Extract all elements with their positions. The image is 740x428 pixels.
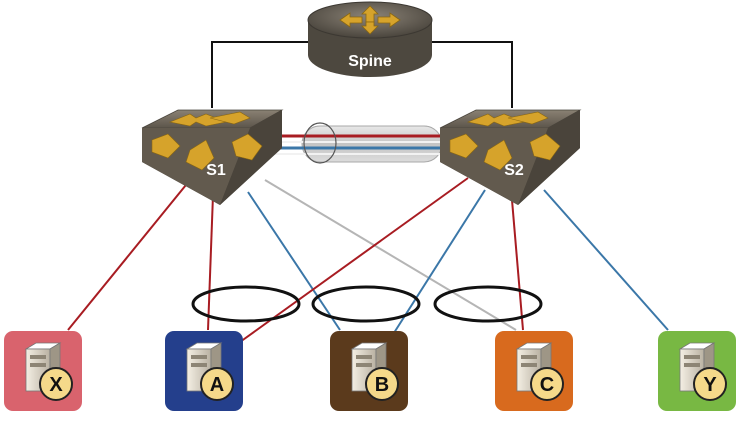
server-y-badge [693,367,727,401]
spine-links [211,41,513,108]
server-x-badge [39,367,73,401]
bundle-ring-a [191,285,301,323]
peer-link-tube [301,125,443,163]
spine-label: Spine [348,53,392,70]
server-a: A [165,331,243,411]
link-s2-y [543,189,669,331]
server-b: B [330,331,408,411]
server-c-badge [530,367,564,401]
bundle-ring-b [311,285,421,323]
switch-s1-label: S1 [206,162,226,179]
server-b-badge [365,367,399,401]
link-s2-a [239,177,469,343]
server-tower-icon [350,342,388,392]
server-x: X [4,331,82,411]
switch-s2: S2 [439,109,582,205]
server-a-badge [200,367,234,401]
server-c: C [495,331,573,411]
server-y-label: Y [703,374,717,396]
peer-link [270,122,445,164]
spine-router: Spine [307,1,433,77]
peer-link-ring [303,122,337,164]
bundle-ring-c [433,285,543,323]
switch-s2-label: S2 [504,162,524,179]
switch-s1-arrows-icon [151,111,263,171]
server-x-label: X [49,374,63,396]
router-arrows-icon [339,5,401,35]
switch-s2-arrows-icon [449,111,561,171]
link-s1-c [264,179,517,331]
link-s2-b [391,189,486,337]
link-s1-b [247,191,341,331]
server-c-label: C [540,374,554,396]
access-links [67,177,669,343]
spine-s1-link [211,41,312,108]
link-s2-c [511,199,524,331]
server-a-label: A [210,374,224,396]
server-b-label: B [375,374,389,396]
server-y: Y [658,331,736,411]
spine-s2-link [428,41,513,108]
switch-s1: S1 [141,109,284,205]
bundle-rings [191,285,543,323]
link-s1-a [207,194,214,331]
link-s1-x [67,179,191,331]
